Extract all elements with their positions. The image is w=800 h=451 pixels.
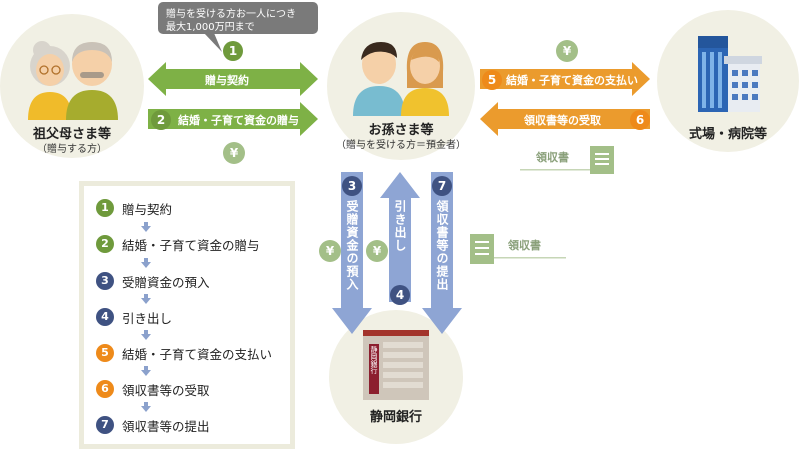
step-6: 6 領収書等の受取 [96, 379, 210, 399]
arrow-gift-funds [148, 102, 318, 136]
step-arrow [141, 370, 151, 376]
step-arrow [141, 226, 151, 232]
step-3: 3 受贈資金の預入 [96, 271, 210, 291]
step6-badge: 6 [96, 380, 114, 398]
grandparents-label: 祖父母さま等 [32, 127, 111, 142]
receipt-label-bottom: 領収書 [508, 239, 541, 252]
receipt-label-top: 領収書 [536, 151, 569, 164]
arrow7-text: 領収書等の提出 [435, 200, 449, 291]
arrow-payment [480, 62, 650, 96]
arrow1-number-badge: 1 [223, 41, 243, 61]
arrow6-text: 領収書等の受取 [524, 114, 601, 127]
step-2: 2 結婚・子育て資金の贈与 [96, 234, 260, 254]
step-arrow-connector [144, 294, 148, 298]
arrow-deposit [332, 172, 372, 334]
step5-badge: 5 [96, 344, 114, 362]
step-1: 1 贈与契約 [96, 198, 172, 218]
callout-line2: 最大1,000万円まで [166, 22, 255, 33]
step-arrow [141, 334, 151, 340]
arrow4-number-badge: 4 [390, 285, 410, 305]
step1-text: 贈与契約 [122, 201, 173, 217]
steps-legend: 1 贈与契約 2 結婚・子育て資金の贈与 3 受贈資金の預入 4 引き出し 5 … [79, 181, 295, 449]
arrow-gift-contract [148, 62, 318, 96]
grandparents-illustration [28, 41, 118, 120]
step-7: 7 領収書等の提出 [96, 415, 210, 435]
grandparents-circle [0, 14, 144, 158]
grandchildren-illustration [353, 42, 449, 116]
arrow5-text: 結婚・子育て資金の支払い [506, 74, 638, 87]
step3-text: 受贈資金の預入 [122, 274, 210, 290]
arrow7-number-badge: 7 [432, 176, 452, 196]
step4-badge: 4 [96, 308, 114, 326]
receipt-line-top [520, 169, 600, 171]
step1-badge: 1 [96, 199, 114, 217]
bank-building-icon [363, 330, 429, 400]
arrow-receipt-receive [480, 102, 650, 136]
receipt-icon-bottom [470, 234, 494, 264]
step-arrow [141, 262, 151, 268]
step2-badge: 2 [96, 235, 114, 253]
grandparents-sublabel: （贈与する方） [37, 144, 107, 155]
step-arrow-connector [144, 402, 148, 406]
receipt-icon-top [590, 146, 614, 174]
bank-sign: 静岡銀行 [370, 346, 378, 374]
arrow-withdraw [380, 172, 420, 302]
yen-icon-withdraw: ¥ [366, 240, 388, 262]
step5-text: 結婚・子育て資金の支払い [122, 346, 273, 362]
arrow4-text: 引き出し [393, 200, 407, 252]
arrow2-number-badge: 2 [151, 110, 171, 130]
hospital-building-icon [698, 36, 762, 112]
step-arrow-connector [144, 222, 148, 226]
arrow6-number-badge: 6 [630, 110, 650, 130]
step-5: 5 結婚・子育て資金の支払い [96, 343, 272, 363]
step3-badge: 3 [96, 272, 114, 290]
step4-text: 引き出し [122, 310, 173, 326]
arrow3-number-badge: 3 [342, 176, 362, 196]
yen-icon-payment: ¥ [556, 40, 578, 62]
step2-text: 結婚・子育て資金の贈与 [122, 237, 260, 253]
step-arrow-connector [144, 330, 148, 334]
yen-icon-deposit: ¥ [319, 240, 341, 262]
bank-label: 静岡銀行 [369, 410, 422, 425]
grandchildren-sublabel: （贈与を受ける方＝預金者） [336, 140, 466, 151]
step-arrow-connector [144, 258, 148, 262]
arrow5-number-badge: 5 [482, 70, 502, 90]
hospital-label: 式場・病院等 [688, 127, 767, 142]
step-4: 4 引き出し [96, 307, 172, 327]
grandchildren-circle [327, 12, 475, 160]
step6-text: 領収書等の受取 [122, 382, 210, 398]
arrow2-text: 結婚・子育て資金の贈与 [178, 114, 299, 127]
callout-bubble [158, 2, 318, 52]
step7-badge: 7 [96, 416, 114, 434]
arrow-submit-receipts [422, 172, 462, 334]
arrow1-text: 贈与契約 [205, 74, 249, 87]
grandchildren-label: お孫さま等 [368, 123, 434, 138]
yen-icon-gift: ¥ [223, 142, 245, 164]
step-arrow-connector [144, 366, 148, 370]
step-arrow [141, 406, 151, 412]
step7-text: 領収書等の提出 [122, 418, 210, 434]
arrow3-text: 受贈資金の預入 [345, 200, 359, 291]
step-arrow [141, 298, 151, 304]
callout-line1: 贈与を受ける方お一人につき [166, 9, 296, 20]
receipt-line-bottom [494, 257, 566, 259]
